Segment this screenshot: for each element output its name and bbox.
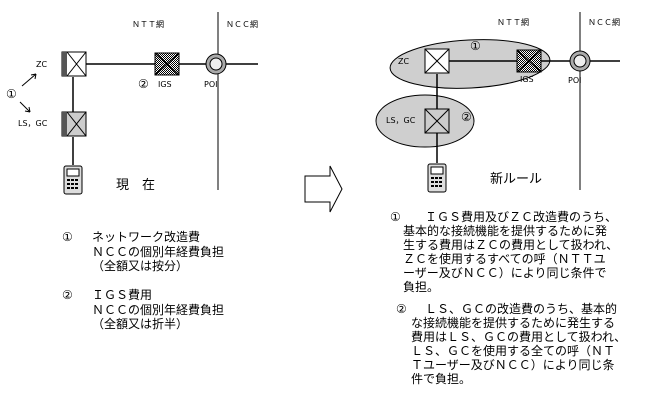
left-note-1-line1: ネットワーク改造費 [92, 230, 201, 244]
marker1-arrow-down [19, 101, 31, 113]
transition-arrow-icon [304, 165, 343, 213]
igs-switch-icon [516, 49, 542, 73]
right-ncc-label: ＮＣＣ網 [588, 18, 620, 27]
ls-gc-switch-icon [424, 108, 450, 134]
right-note-1-line: ＺＣを使用するすべての呼（ＮＴＴユ [403, 252, 606, 266]
right-note-2-line: Ｔユーザー及びＮＣＣ）により同じ条 [411, 358, 615, 372]
right-note-2-line: 件で負担。 [411, 372, 472, 386]
left-note-2-line3: （全額又は折半） [92, 317, 189, 331]
right-marker-2: ② [461, 110, 472, 124]
right-note-1-line: ＩＧＳ費用及びＺＣ改造費のうち、 [425, 210, 618, 224]
poi-icon [205, 53, 227, 75]
right-diagram [375, 12, 620, 193]
left-note-2-line2: ＮＣＣの個別年経費負担 [92, 303, 225, 317]
left-note-1-marker: ① [62, 230, 73, 244]
right-note-1-marker: ① [390, 210, 401, 224]
poi-icon [569, 50, 591, 72]
right-note-2-line: な接続機能を提供するために発生する [411, 316, 616, 330]
left-poi-label: POI [204, 80, 218, 89]
left-marker-1: ① [6, 87, 17, 101]
right-marker-1: ① [470, 39, 481, 53]
right-note-1-line: ーザー及びＮＣＣ）により同じ条件で [403, 266, 607, 280]
left-note-2-line1: ＩＧＳ費用 [92, 288, 153, 302]
right-igs-label: IGS [520, 75, 534, 84]
right-note-2-marker: ② [396, 302, 407, 316]
right-zc-label: ZC [398, 57, 410, 66]
igs-switch-icon [154, 52, 180, 76]
left-ls-gc-label: LS，GC [18, 119, 48, 128]
left-igs-label: IGS [158, 80, 172, 89]
left-diagram [19, 12, 258, 195]
telephone-icon [63, 165, 83, 195]
ls-gc-switch-icon [61, 111, 87, 137]
left-ncc-label: ＮＣＣ網 [226, 20, 258, 29]
left-caption-current: 現 在 [116, 178, 156, 193]
left-note-1-line2: ＮＣＣの個別年経費負担 [92, 245, 225, 259]
zc-switch-icon [61, 51, 87, 77]
marker1-arrow-up [21, 73, 37, 87]
right-note-2-line: ＬＳ、ＧＣを使用する全ての呼（ＮＴ [411, 344, 616, 358]
left-zc-label: ZC [36, 60, 48, 69]
left-ntt-label: ＮＴＴ網 [132, 20, 164, 29]
right-note-1-line: 基本的な接続機能を提供するために発 [403, 224, 608, 238]
right-note-2-line: ＬＳ、ＧＣの改造費のうち、基本的 [425, 302, 618, 316]
left-note-2-marker: ② [62, 288, 73, 302]
right-note-2-line: 費用はＬＳ、ＧＣの費用として扱われ、 [411, 330, 627, 344]
telephone-icon [427, 163, 447, 193]
right-ls-gc-label: LS，GC [386, 116, 416, 125]
zc-switch-icon [424, 48, 450, 74]
right-poi-label: POI [568, 76, 582, 85]
right-ntt-label: ＮＴＴ網 [497, 18, 529, 27]
right-note-1-line: 負担。 [403, 280, 440, 294]
right-note-1-line: 生する費用はＺＣの費用として扱われ、 [403, 238, 619, 252]
left-marker-2: ② [138, 77, 149, 91]
left-note-1-line3: （全額又は按分） [92, 259, 189, 273]
right-caption-new-rule: 新ルール [490, 172, 543, 187]
